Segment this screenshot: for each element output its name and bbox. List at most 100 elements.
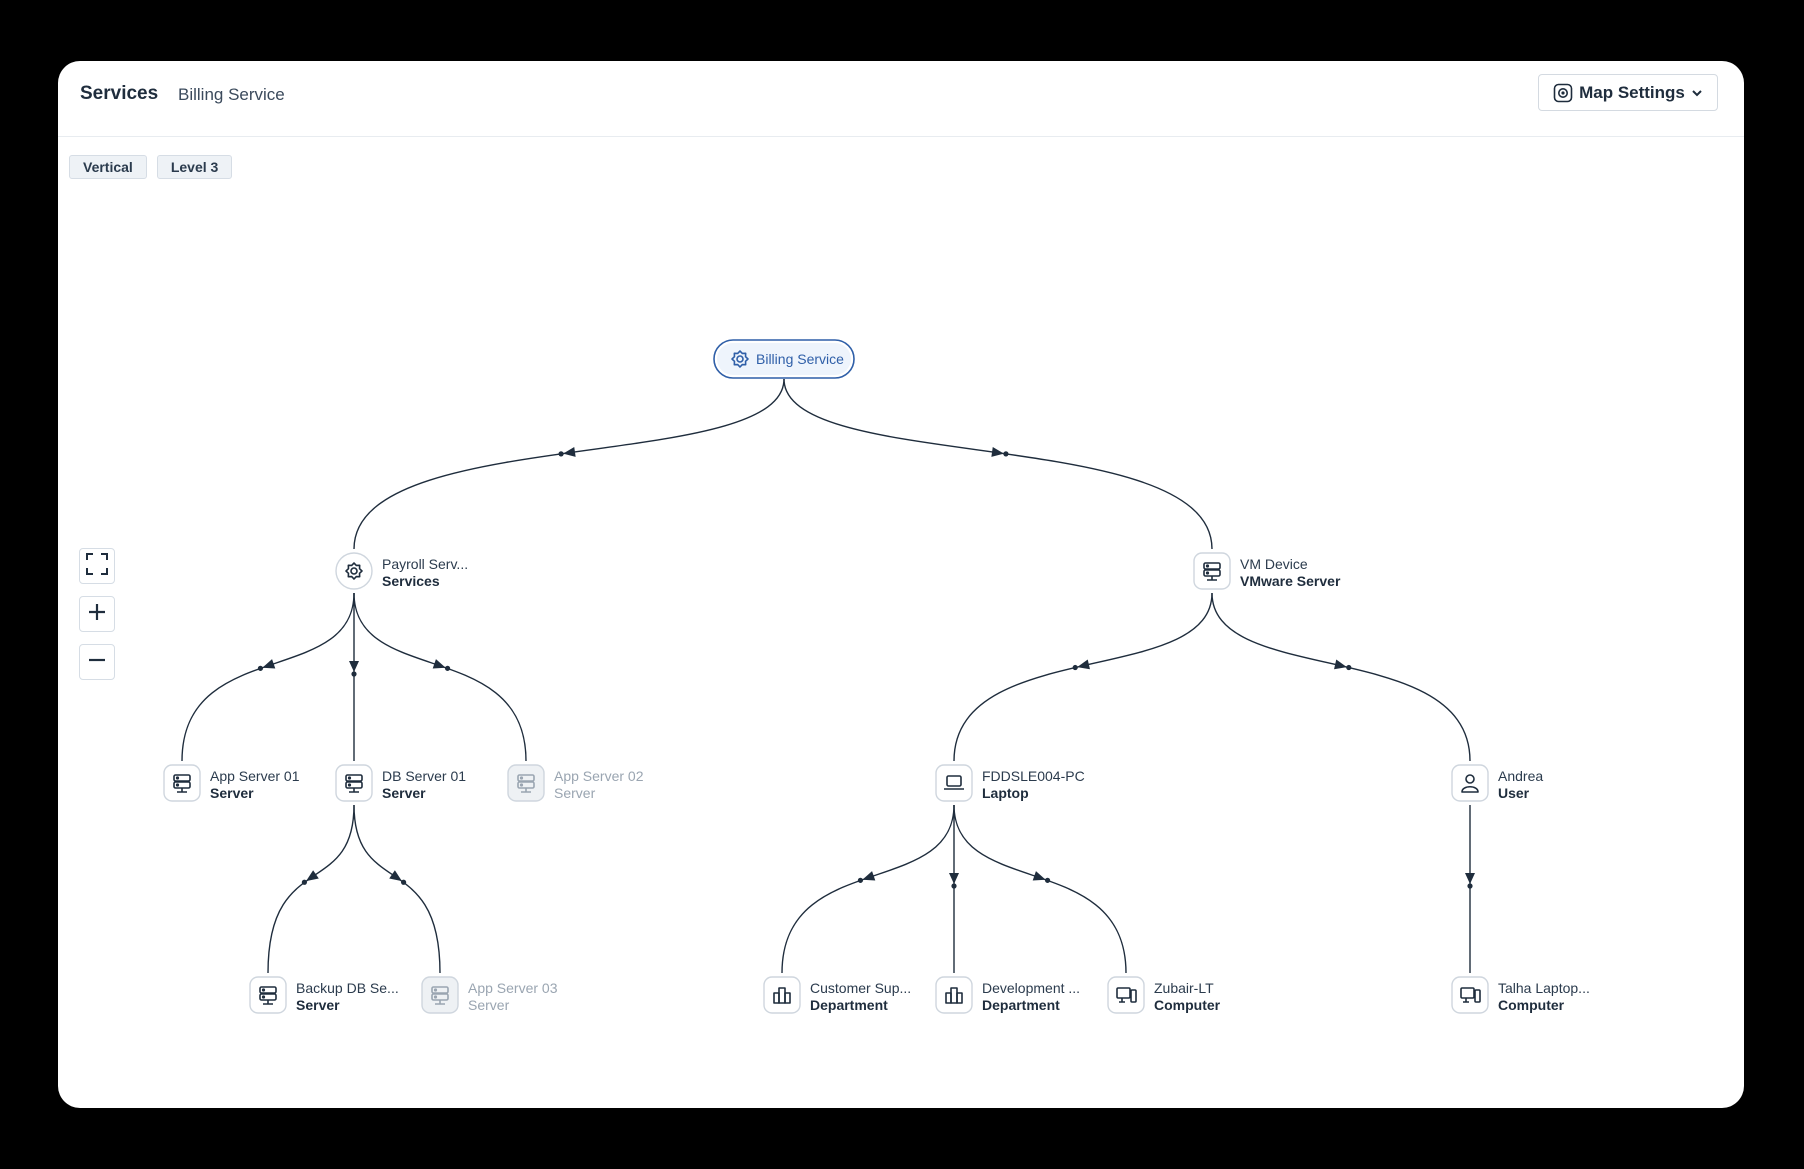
- node-type: Server: [210, 785, 254, 801]
- node-type: Computer: [1154, 997, 1221, 1013]
- chip-level[interactable]: Level 3: [156, 155, 233, 179]
- server-icon: [1203, 562, 1221, 581]
- node-name: DB Server 01: [382, 768, 466, 784]
- edge-db1-backup: [267, 804, 355, 974]
- edges-layer: [181, 378, 1475, 974]
- edge-arrow: [991, 446, 1004, 457]
- edge-dot: [301, 879, 308, 885]
- node-dev[interactable]: Development ...Department: [935, 976, 1080, 1014]
- node-name: Development ...: [982, 980, 1080, 996]
- node-type: Server: [468, 997, 510, 1013]
- fit-screen-button[interactable]: [79, 548, 115, 584]
- node-type: Services: [382, 573, 440, 589]
- fullscreen-icon: [85, 552, 109, 581]
- edge-payroll-app1: [181, 592, 355, 762]
- edge-fdd-cust: [781, 804, 955, 974]
- node-backup[interactable]: Backup DB Se...Server: [249, 976, 399, 1014]
- map-settings-label: Map Settings: [1579, 82, 1685, 102]
- edge-dot: [351, 671, 357, 677]
- node-type: Department: [810, 997, 888, 1013]
- edge-arrow: [262, 659, 276, 669]
- breadcrumb-root[interactable]: Services: [80, 83, 159, 104]
- edge-arrow: [1334, 659, 1347, 670]
- edge-dot: [558, 451, 564, 457]
- edge-dot: [257, 665, 264, 671]
- edge-arrow: [1077, 659, 1090, 670]
- view-chips: Vertical Level 3: [69, 155, 233, 179]
- computer-icon: [1116, 987, 1137, 1003]
- node-name: Talha Laptop...: [1498, 980, 1590, 996]
- computer-icon: [1460, 987, 1481, 1003]
- node-name: Payroll Serv...: [382, 556, 468, 572]
- edge-dot: [1044, 877, 1051, 883]
- server-icon: [431, 986, 449, 1005]
- node-type: Laptop: [982, 785, 1029, 801]
- edge-dot: [951, 883, 957, 889]
- edge-arrow: [349, 661, 359, 672]
- edge-vm-andrea: [1211, 592, 1471, 762]
- node-type: Server: [296, 997, 340, 1013]
- server-icon: [517, 774, 535, 793]
- edge-root-vm: [783, 378, 1213, 550]
- edge-payroll-db1: [349, 593, 359, 761]
- edge-arrow: [1465, 873, 1475, 884]
- gear-icon: [345, 562, 363, 580]
- edge-dot: [444, 665, 451, 671]
- server-icon: [345, 774, 363, 793]
- node-name: Backup DB Se...: [296, 980, 399, 996]
- minus-icon: [87, 650, 107, 675]
- node-talha[interactable]: Talha Laptop...Computer: [1451, 976, 1590, 1014]
- zoom-out-button[interactable]: [79, 644, 115, 680]
- node-name: VM Device: [1240, 556, 1308, 572]
- map-settings-button[interactable]: Map Settings: [1538, 74, 1718, 111]
- node-name: Andrea: [1498, 768, 1543, 784]
- header-bar: Services Billing Service Map Settings: [58, 61, 1744, 137]
- node-type: Department: [982, 997, 1060, 1013]
- plus-icon: [87, 602, 107, 627]
- settings-icon: [1553, 83, 1573, 103]
- gear-icon: [731, 350, 749, 368]
- node-type: Computer: [1498, 997, 1565, 1013]
- node-cust[interactable]: Customer Sup...Department: [763, 976, 911, 1014]
- node-type: Server: [382, 785, 426, 801]
- node-root[interactable]: Billing Service: [713, 339, 855, 379]
- edge-arrow: [389, 870, 402, 882]
- edge-dot: [857, 877, 864, 883]
- edge-arrow: [949, 873, 959, 884]
- department-icon: [945, 987, 963, 1004]
- server-icon: [259, 986, 277, 1005]
- edge-dot: [1346, 664, 1352, 671]
- zoom-controls: [79, 548, 115, 692]
- node-root-label: Billing Service: [756, 351, 844, 367]
- node-payroll[interactable]: Payroll Serv...Services: [335, 552, 468, 590]
- zoom-in-button[interactable]: [79, 596, 115, 632]
- edge-dot: [1467, 883, 1473, 889]
- edge-payroll-app2: [353, 592, 527, 762]
- node-type: Server: [554, 785, 596, 801]
- chip-orientation[interactable]: Vertical: [69, 155, 147, 179]
- edge-fdd-dev: [949, 805, 959, 973]
- edge-dot: [1003, 451, 1009, 457]
- edge-arrow: [862, 871, 876, 881]
- edge-dot: [1072, 664, 1078, 671]
- node-type: User: [1498, 785, 1530, 801]
- edge-arrow: [432, 659, 446, 669]
- edge-arrow: [563, 446, 576, 457]
- breadcrumb-current: Billing Service: [178, 85, 285, 104]
- edge-arrow: [306, 870, 319, 882]
- edge-db1-app3: [353, 804, 441, 974]
- edge-vm-fdd: [953, 592, 1213, 762]
- node-name: Customer Sup...: [810, 980, 911, 996]
- edge-fdd-zubair: [953, 804, 1127, 974]
- node-name: App Server 02: [554, 768, 644, 784]
